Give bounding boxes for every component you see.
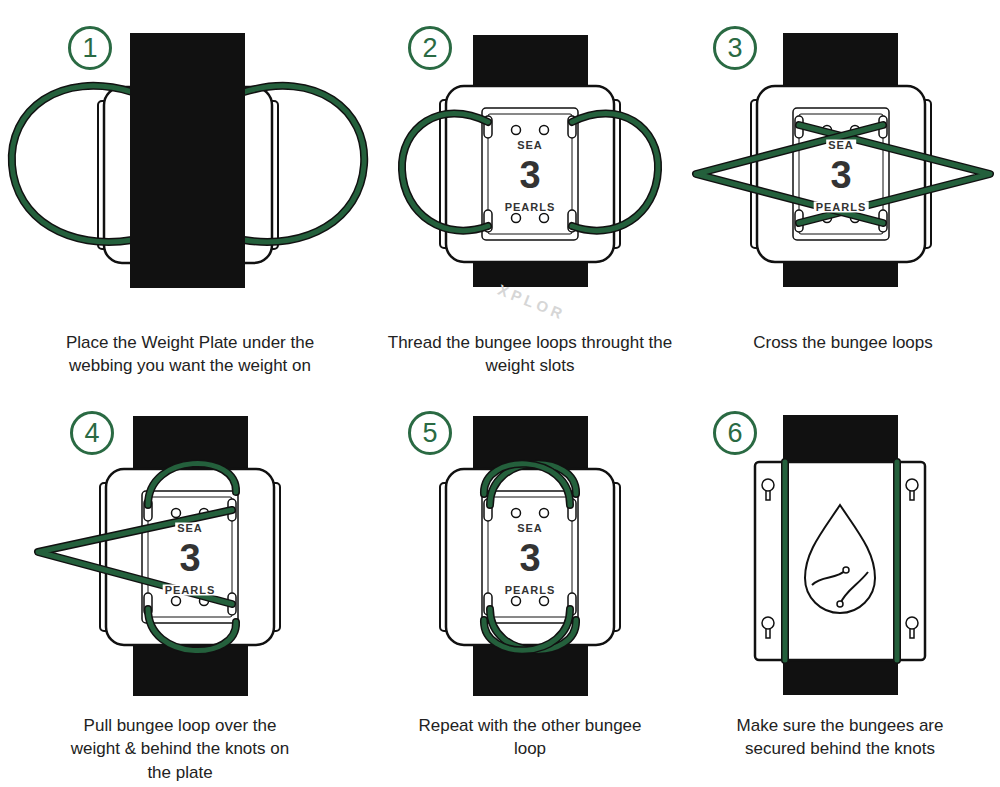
bungee-loop [12,86,132,242]
bungee-loop [572,113,658,230]
bungee-loop [484,609,570,650]
plate-text: 3 [828,156,853,194]
bungee-loop [484,464,570,505]
step-number: 3 [727,35,742,62]
step-number: 2 [422,35,437,62]
drop-logo [805,505,875,613]
webbing-strap [130,33,245,288]
bungee-strap [893,462,901,660]
step-number-circle: 1 [68,26,112,70]
plate-text: 3 [517,539,542,577]
plate-text: 3 [517,156,542,194]
step-number-circle: 3 [713,26,757,70]
bungee-strap [895,462,900,660]
knot [906,479,918,500]
plate-text: PEARLS [814,202,869,213]
step-number: 4 [84,420,99,447]
step-number: 6 [727,420,742,447]
drop-logo [843,567,849,573]
weight-plate [440,469,620,645]
bungee-loop [38,510,232,604]
step-number: 1 [82,35,97,62]
panel-three [696,33,990,287]
step-caption: Place the Weight Plate under the webbing… [40,331,340,378]
panel-five [440,416,620,696]
step-caption: Repeat with the other bungee loop [413,714,648,761]
plate-text: SEA [826,140,856,151]
knot [762,617,774,638]
bungee-strap [783,462,788,660]
bungee-loop [799,125,990,223]
plate-text: SEA [515,140,545,151]
step-number-circle: 4 [70,411,114,455]
bungee-loop [12,86,132,242]
panel-four [38,416,280,696]
drop-logo [812,570,868,604]
knot [906,617,918,638]
panel-two [402,35,658,287]
plate-back [755,462,925,660]
drop-logo [837,601,843,607]
bungee-loop [402,113,488,230]
step-caption: Make sure the bungees are secured behind… [715,714,965,761]
plate-text: SEA [175,523,205,534]
plate-text: SEA [515,523,545,534]
panel-one [12,33,364,288]
plate-text: PEARLS [503,585,558,596]
bungee-loop [799,125,990,223]
bungee-loop [148,609,236,651]
plate-text: PEARLS [163,585,218,596]
step-caption: Cross the bungee loops [693,331,993,354]
bungee-loop [148,609,236,651]
bungee-loop [696,125,883,223]
bungee-loop [244,86,364,242]
bungee-loop [484,609,570,650]
step-caption: Pull bungee loop over the weight & behin… [65,714,295,784]
bungee-strap [781,462,789,660]
plate-text: 3 [177,539,202,577]
bungee-loop [484,464,570,505]
bungee-loop [244,86,364,242]
bungee-loop [38,510,232,604]
bungee-loop [572,113,658,230]
bungee-loop [148,463,236,505]
plate-text: PEARLS [503,202,558,213]
step-number-circle: 6 [713,411,757,455]
step-number: 5 [422,420,437,447]
step-number-circle: 5 [408,411,452,455]
weight-plate [100,469,280,645]
step-caption: Thread the bungee loops throught the wei… [380,331,680,378]
knot [762,479,774,500]
bungee-loop [402,113,488,230]
panel-six [755,415,925,695]
step-number-circle: 2 [408,26,452,70]
weight-plate [751,86,931,262]
watermark: XPLOR [496,281,569,324]
bungee-loop [696,125,883,223]
bungee-loop [148,463,236,505]
